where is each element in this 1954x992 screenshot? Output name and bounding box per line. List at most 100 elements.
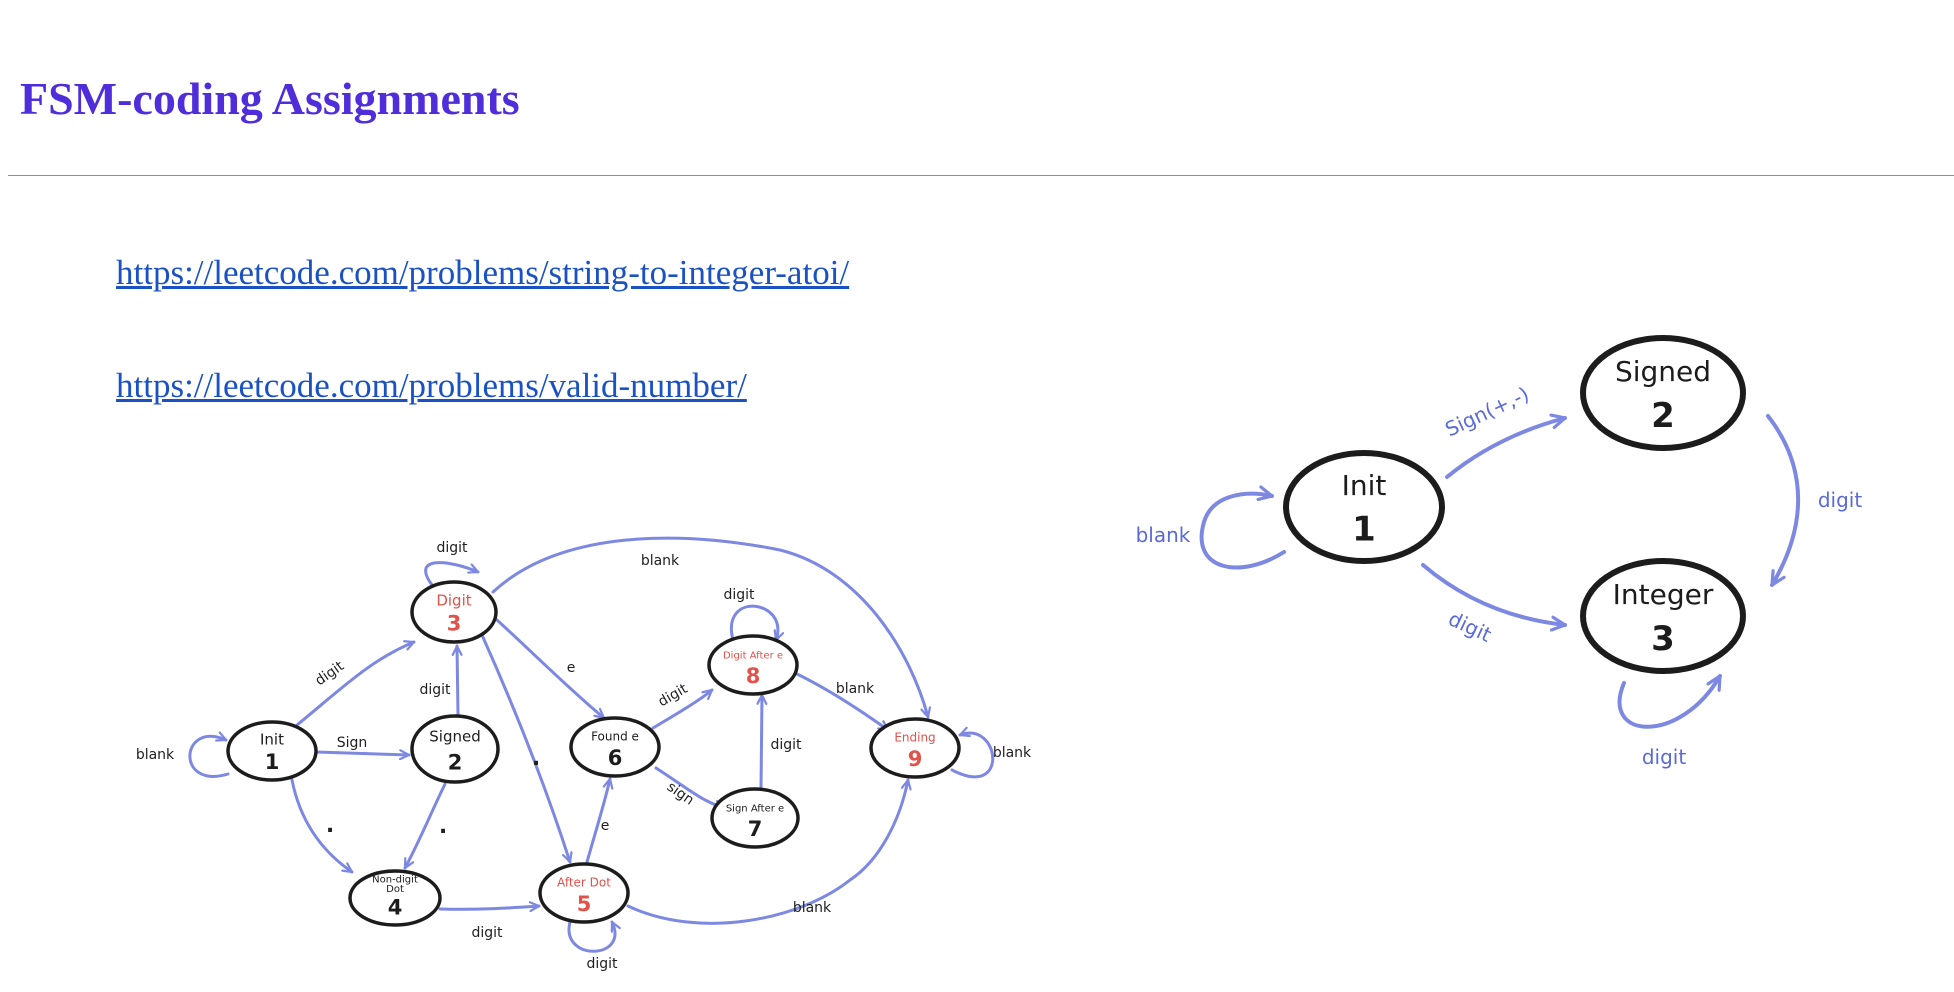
state-circle <box>869 717 961 779</box>
transition-2-to-4 <box>403 782 447 870</box>
state-number: 4 <box>388 896 403 920</box>
state-name: Init <box>260 731 284 749</box>
state-circle <box>569 716 661 778</box>
transition-label-1-to-1: blank <box>136 747 175 763</box>
vn-edge-labels: blankSigndigit.digit.digit.eblankdigitdi… <box>136 540 1032 972</box>
transition-3-to-3 <box>424 561 480 587</box>
state-name: Init <box>1342 469 1387 502</box>
state-found-e: Found e 6 <box>569 716 661 778</box>
state-init: Init 1 <box>1283 450 1445 564</box>
transition-label-9-to-9: blank <box>993 745 1032 761</box>
transition-label-5-to-9: blank <box>793 900 832 916</box>
state-circle <box>410 714 500 784</box>
transition-1-to-3 <box>1421 563 1567 632</box>
transition-1-to-3 <box>295 640 416 727</box>
state-number: 5 <box>577 892 592 916</box>
state-circle <box>710 787 800 849</box>
transition-1-to-1 <box>1199 485 1286 570</box>
state-circle <box>707 634 799 696</box>
state-circle <box>1580 558 1746 674</box>
transition-9-to-9 <box>950 726 995 779</box>
state-name: Signed <box>1615 355 1711 388</box>
state-circle <box>1580 335 1746 451</box>
transition-label-8-to-9: blank <box>836 681 875 697</box>
transition-label-5-to-5: digit <box>586 956 618 972</box>
title-divider <box>8 175 1954 176</box>
transition-label-1-to-3: digit <box>1445 606 1495 647</box>
transition-8-to-8 <box>729 604 785 642</box>
state-name: Found e <box>591 730 639 744</box>
transition-label-7-to-8: digit <box>770 737 802 753</box>
transition-label-2-to-4: . <box>439 814 447 839</box>
transition-3-to-5 <box>480 633 573 864</box>
transition-6-to-8 <box>651 688 714 730</box>
state-number: 1 <box>1352 509 1376 549</box>
state-circle <box>226 720 318 782</box>
state-signed: Signed 2 <box>1580 335 1746 451</box>
transition-label-3-to-9: blank <box>641 553 680 569</box>
vn-edges <box>188 536 995 953</box>
transition-1-to-4 <box>290 778 354 874</box>
state-number: 1 <box>265 750 280 774</box>
state-sign-after-e: Sign After e 7 <box>710 787 800 849</box>
transition-5-to-5 <box>567 920 621 953</box>
transition-label-3-to-5: . <box>532 746 540 771</box>
transition-label-1-to-1: blank <box>1136 523 1191 547</box>
state-number: 2 <box>1651 396 1675 436</box>
transition-3-to-6 <box>495 618 606 720</box>
state-name: Dot <box>386 884 404 895</box>
state-name: Digit After e <box>723 651 783 662</box>
state-digit-after-e: Digit After e 8 <box>707 634 799 696</box>
transition-1-to-1 <box>188 731 230 778</box>
transition-2-to-3 <box>451 644 463 717</box>
state-name: Non-digit <box>372 875 418 886</box>
state-number: 6 <box>608 746 623 770</box>
state-name: Ending <box>894 731 935 745</box>
transition-5-to-6 <box>585 777 614 864</box>
state-circle <box>538 862 630 924</box>
state-number: 3 <box>447 612 462 636</box>
transition-label-5-to-6: e <box>601 818 610 834</box>
state-name: Integer <box>1613 578 1714 611</box>
state-name: After Dot <box>557 876 611 890</box>
state-number: 9 <box>908 747 923 771</box>
transition-8-to-9 <box>795 672 890 732</box>
transition-4-to-5 <box>438 901 541 913</box>
state-ending: Ending 9 <box>869 717 961 779</box>
transition-3-to-9 <box>491 536 932 719</box>
link-valid-number[interactable]: https://leetcode.com/problems/valid-numb… <box>116 366 747 405</box>
state-number: 8 <box>746 664 761 688</box>
page-title: FSM-coding Assignments <box>20 73 520 124</box>
state-circle <box>348 869 442 927</box>
transition-label-4-to-5: digit <box>471 925 503 941</box>
at-edges <box>1199 413 1801 729</box>
transition-label-1-to-4: . <box>326 813 334 838</box>
transition-label-3-to-3: digit <box>436 540 468 556</box>
state-name: Digit <box>436 591 471 609</box>
transition-label-3-to-6: e <box>567 660 576 676</box>
state-integer: Integer 3 <box>1580 558 1746 674</box>
transition-label-1-to-2: Sign <box>337 735 368 751</box>
state-name: Sign After e <box>726 804 784 815</box>
transition-label-3-to-3: digit <box>1642 745 1687 769</box>
transition-7-to-8 <box>756 693 768 791</box>
transition-label-2-to-3: digit <box>419 682 451 698</box>
transition-1-to-2 <box>1445 413 1567 479</box>
transition-label-2-to-3: digit <box>1818 488 1863 512</box>
state-number: 3 <box>1651 619 1675 659</box>
transition-1-to-2 <box>314 749 411 761</box>
state-name: Signed <box>429 728 480 746</box>
link-string-to-integer-atoi[interactable]: https://leetcode.com/problems/string-to-… <box>116 253 850 292</box>
state-number: 7 <box>748 817 763 841</box>
state-circle <box>410 580 498 644</box>
transition-5-to-9 <box>626 778 912 925</box>
transition-label-8-to-8: digit <box>723 587 755 603</box>
state-number: 2 <box>448 750 463 774</box>
